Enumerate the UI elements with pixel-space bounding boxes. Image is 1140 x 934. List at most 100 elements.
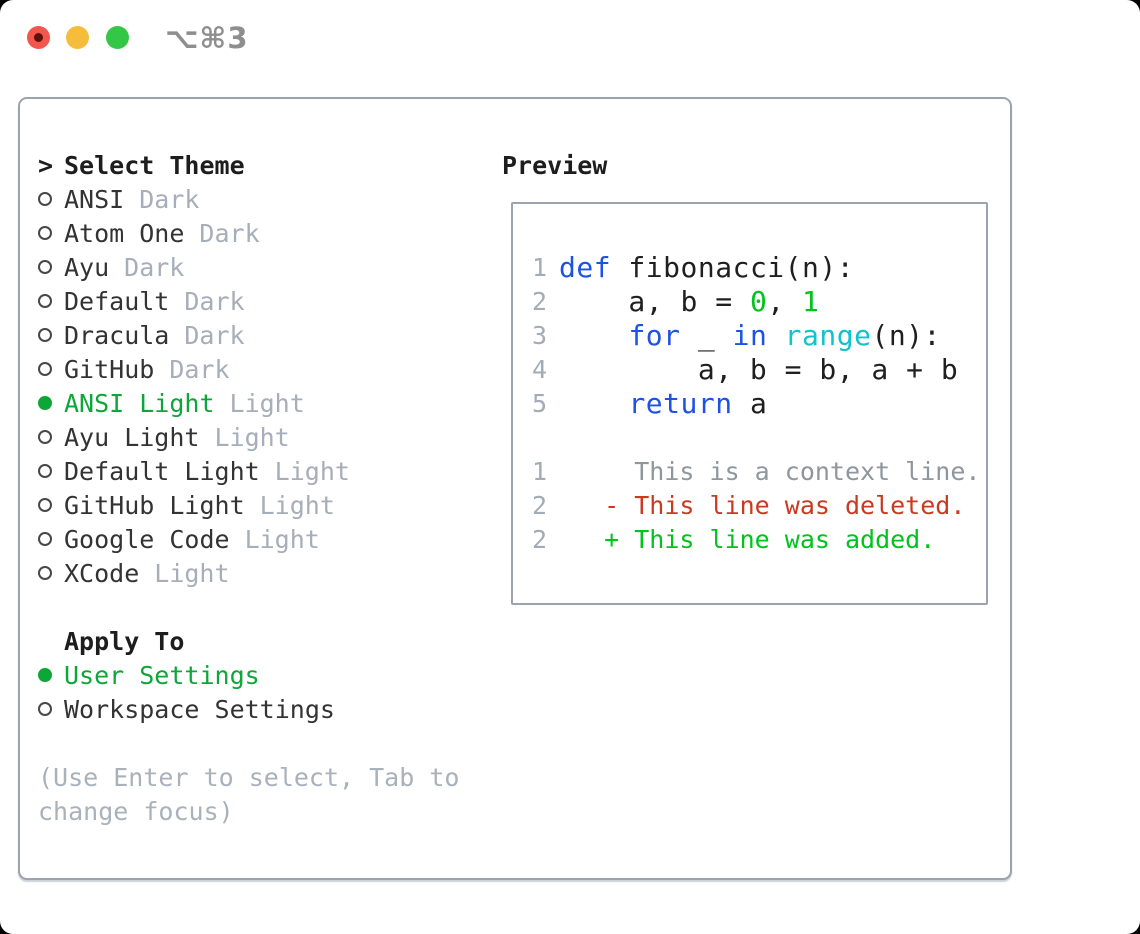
code-token — [559, 319, 628, 352]
close-button[interactable] — [27, 26, 50, 49]
code-token: fibonacci(n): — [611, 250, 855, 284]
help-text-line-2: change focus) — [38, 796, 234, 826]
theme-variant: Dark — [184, 320, 245, 350]
diff-context-text: This is a context line. — [559, 456, 981, 486]
radio-icon — [38, 566, 52, 580]
preview-pane: 1 def fibonacci(n): 2 a, b = 0, 1 3 for _… — [511, 202, 988, 605]
radio-icon — [38, 464, 52, 478]
help-text-line-1: (Use Enter to select, Tab to — [38, 762, 460, 792]
line-number: 5 — [532, 388, 548, 418]
theme-variant: Dark — [139, 184, 200, 214]
theme-name: Default — [64, 286, 170, 316]
minimize-button[interactable] — [66, 26, 89, 49]
theme-name: Ayu — [64, 252, 110, 282]
theme-option-default-light[interactable]: Default Light Light — [38, 454, 488, 488]
radio-icon — [38, 192, 52, 206]
code-token: a, b = — [559, 284, 750, 318]
line-number: 1 — [532, 456, 548, 486]
diff-line-deleted: 2 - This line was deleted. — [532, 488, 986, 522]
theme-list: > Select Theme ANSI Dark Atom One Dark A… — [38, 148, 488, 828]
radio-icon — [38, 702, 52, 716]
theme-variant: Light — [154, 558, 230, 588]
spacer-row — [38, 726, 488, 760]
line-number: 2 — [532, 490, 548, 520]
radio-selected-icon — [38, 668, 52, 682]
theme-option-atom-one-dark[interactable]: Atom One Dark — [38, 216, 488, 250]
zoom-button[interactable] — [106, 26, 129, 49]
apply-to-header: Apply To — [38, 624, 488, 658]
theme-name: Google Code — [64, 524, 230, 554]
apply-option-user-settings[interactable]: User Settings — [38, 658, 488, 692]
theme-option-google-code-light[interactable]: Google Code Light — [38, 522, 488, 556]
code-token: a — [732, 386, 768, 420]
theme-name: Atom One — [64, 218, 185, 248]
theme-option-ayu-dark[interactable]: Ayu Dark — [38, 250, 488, 284]
code-token: a, b = b, a + b — [559, 352, 959, 386]
code-token: 1 — [802, 284, 820, 318]
apply-option-label: Workspace Settings — [64, 694, 335, 724]
select-theme-title: Select Theme — [64, 150, 245, 180]
close-dot-icon — [34, 33, 43, 42]
diff-added-text: + This line was added. — [559, 524, 936, 554]
theme-option-xcode-light[interactable]: XCode Light — [38, 556, 488, 590]
theme-option-ansi-dark[interactable]: ANSI Dark — [38, 182, 488, 216]
code-token: _ — [680, 318, 733, 352]
theme-option-default-dark[interactable]: Default Dark — [38, 284, 488, 318]
theme-option-ansi-light[interactable]: ANSI Light Light — [38, 386, 488, 420]
theme-name: XCode — [64, 558, 140, 588]
theme-variant: Dark — [169, 354, 230, 384]
diff-line-added: 2 + This line was added. — [532, 522, 986, 556]
theme-variant: Light — [274, 456, 350, 486]
theme-variant: Dark — [199, 218, 260, 248]
code-token: 0 — [749, 284, 768, 318]
theme-name: ANSI — [64, 184, 125, 214]
radio-icon — [38, 430, 52, 444]
theme-variant: Dark — [184, 286, 245, 316]
theme-option-dracula-dark[interactable]: Dracula Dark — [38, 318, 488, 352]
code-token: def — [559, 250, 612, 284]
titlebar: ⌥⌘3 — [0, 0, 1140, 74]
code-line: 4 a, b = b, a + b — [532, 352, 986, 386]
apply-option-label: User Settings — [64, 660, 260, 690]
code-line: 5 return a — [532, 386, 986, 420]
theme-variant: Light — [214, 422, 290, 452]
window-shortcut-title: ⌥⌘3 — [165, 21, 249, 55]
theme-option-github-dark[interactable]: GitHub Dark — [38, 352, 488, 386]
diff-deleted-text: - This line was deleted. — [559, 490, 966, 520]
code-token: , — [767, 284, 803, 318]
code-line: 3 for _ in range(n): — [532, 318, 986, 352]
theme-option-github-light[interactable]: GitHub Light Light — [38, 488, 488, 522]
theme-name: GitHub Light — [64, 490, 245, 520]
code-token: for — [628, 318, 681, 352]
radio-icon — [38, 260, 52, 274]
apply-to-title: Apply To — [64, 626, 185, 656]
radio-icon — [38, 226, 52, 240]
code-token: range — [784, 318, 872, 352]
spacer-row — [532, 420, 986, 454]
theme-variant: Dark — [124, 252, 185, 282]
line-number: 3 — [532, 320, 548, 350]
code-token — [767, 319, 784, 352]
radio-selected-icon — [38, 396, 52, 410]
radio-icon — [38, 498, 52, 512]
code-token: in — [732, 318, 768, 352]
apply-option-workspace-settings[interactable]: Workspace Settings — [38, 692, 488, 726]
code-line: 2 a, b = 0, 1 — [532, 284, 986, 318]
theme-selector-panel: > Select Theme ANSI Dark Atom One Dark A… — [18, 97, 1012, 880]
theme-option-ayu-light[interactable]: Ayu Light Light — [38, 420, 488, 454]
line-number: 2 — [532, 286, 548, 316]
theme-variant: Light — [229, 388, 305, 418]
theme-name: Ayu Light — [64, 422, 200, 452]
radio-icon — [38, 328, 52, 342]
radio-icon — [38, 532, 52, 546]
diff-line-context: 1 This is a context line. — [532, 454, 986, 488]
code-token — [559, 387, 628, 420]
caret-icon: > — [38, 150, 54, 180]
theme-name: GitHub — [64, 354, 155, 384]
preview-title: Preview — [502, 150, 608, 180]
theme-name: ANSI Light — [64, 388, 215, 418]
line-number: 1 — [532, 252, 548, 282]
code-token: (n): — [871, 318, 941, 352]
theme-name: Dracula — [64, 320, 170, 350]
